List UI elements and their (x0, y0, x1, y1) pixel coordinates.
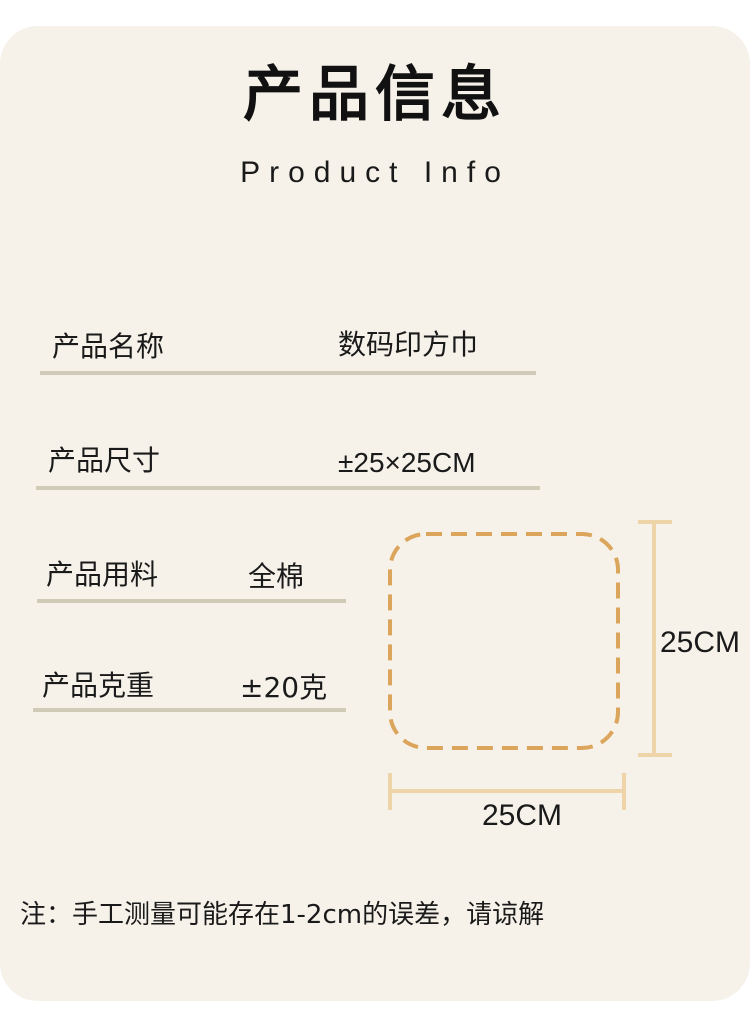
spec-divider (40, 371, 536, 375)
spec-divider (36, 486, 540, 490)
spec-label-material: 产品用料 (46, 558, 159, 591)
page-title: 产品信息 (243, 60, 507, 130)
spec-label-weight: 产品克重 (42, 669, 155, 702)
spec-divider (33, 708, 346, 712)
spec-label-size: 产品尺寸 (48, 444, 161, 477)
spec-value-material: 全棉 (248, 560, 305, 593)
spec-divider (37, 599, 346, 603)
towel-outline (388, 532, 620, 750)
spec-label-name: 产品名称 (52, 330, 165, 363)
spec-value-weight: ±20克 (240, 671, 328, 704)
spec-value-size: ±25×25CM (338, 447, 476, 478)
height-label: 25CM (660, 626, 741, 659)
info-card (0, 26, 750, 1001)
page-subtitle: Product Info (240, 156, 510, 189)
measurement-note: 注：手工测量可能存在1-2cm的误差，请谅解 (20, 900, 545, 930)
spec-value-name: 数码印方巾 (338, 328, 479, 361)
width-label: 25CM (482, 799, 563, 832)
